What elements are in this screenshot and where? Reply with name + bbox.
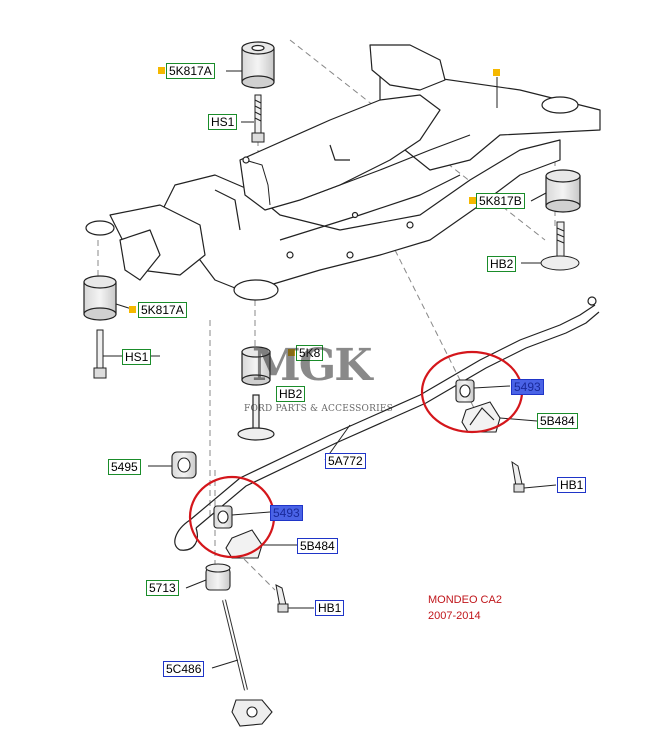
- stabilizer-drop-bushing: [171, 451, 197, 479]
- washer-bolt-right: [540, 221, 580, 271]
- marker-square: [158, 67, 165, 74]
- part-label-hb1-left: HB1: [315, 600, 345, 616]
- marker-square: [129, 306, 136, 313]
- rear-subframe: [85, 44, 601, 301]
- stabilizer-bushing-right: [455, 379, 501, 433]
- bolt-left: [275, 584, 289, 613]
- part-label-hs1-upper: HS1: [208, 114, 238, 130]
- part-label-5493-left: 5493: [270, 505, 303, 521]
- part-label-5k817a-lower: 5K817A: [138, 302, 187, 318]
- part-label-hb1-right: HB1: [557, 477, 587, 493]
- model-years: 2007-2014: [428, 610, 481, 622]
- marker-square: [288, 349, 295, 356]
- watermark-subtitle: FORD PARTS & ACCESSORIES: [244, 404, 393, 414]
- part-label-5k817b: 5K817B: [476, 193, 525, 209]
- stabilizer-link: [222, 599, 273, 727]
- bolt-right: [511, 460, 525, 493]
- part-label-5c486: 5C486: [163, 661, 205, 677]
- part-label-hidden-mount: 5K8: [296, 345, 324, 361]
- part-label-5k817a-upper: 5K817A: [166, 63, 215, 79]
- subframe-bushing-right: [545, 169, 581, 213]
- link-bushing: [205, 563, 231, 591]
- marker-square: [493, 69, 500, 76]
- stabilizer-bar: [174, 296, 600, 551]
- part-label-5b484-left: 5B484: [297, 538, 338, 554]
- part-label-hidden-bolt: HB2: [276, 386, 306, 402]
- part-label-5b484-right: 5B484: [537, 413, 578, 429]
- marker-square: [469, 197, 476, 204]
- subframe-bushing-upper: [241, 41, 275, 89]
- part-label-5495: 5495: [108, 459, 141, 475]
- watermark-logo: MGK: [252, 340, 373, 391]
- bolt-lower: [93, 329, 107, 379]
- bolt-upper: [251, 94, 265, 143]
- subframe-bushing-lower: [83, 275, 117, 321]
- part-label-hb2-right: HB2: [487, 256, 517, 272]
- part-label-hs1-lower: HS1: [122, 349, 152, 365]
- part-label-5493-right: 5493: [511, 379, 544, 395]
- part-label-5713: 5713: [146, 580, 179, 596]
- model-name: MONDEO CA2: [428, 594, 502, 606]
- part-label-5a772: 5A772: [325, 453, 366, 469]
- subframe-bushing-hidden: [237, 346, 275, 441]
